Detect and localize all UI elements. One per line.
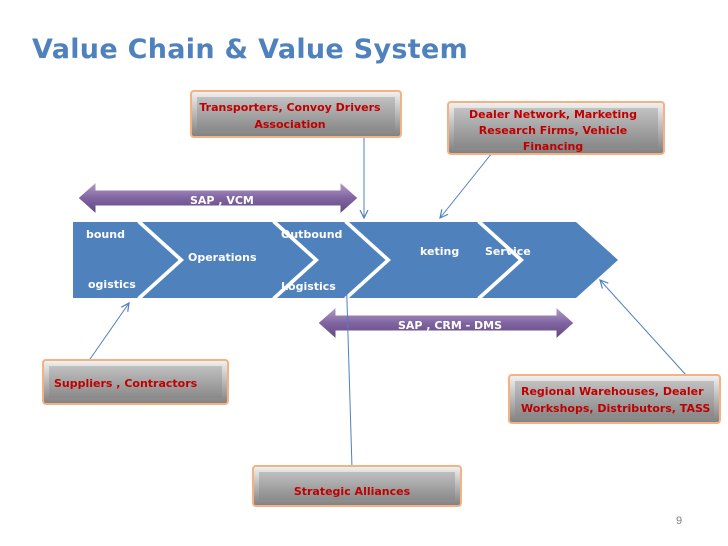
box-text: Regional Warehouses, Dealer: [521, 385, 704, 398]
box-text: Financing: [523, 140, 583, 153]
box-text: Dealer Network, Marketing: [469, 108, 637, 121]
connector-line: [345, 267, 353, 469]
box-text: Transporters, Convoy Drivers: [199, 101, 381, 114]
dealer-network-box: Dealer Network, Marketing Research Firms…: [447, 101, 665, 155]
page-number: 9: [676, 515, 683, 527]
chevron-label: Service: [485, 245, 531, 258]
chevron-segment: [482, 222, 618, 298]
value-chain-chevrons: [73, 221, 618, 299]
chevron-label: keting: [420, 245, 459, 258]
slide-title: Value Chain & Value System: [32, 34, 469, 65]
connector-line: [440, 152, 493, 218]
connectors: [87, 135, 687, 469]
chevron-segment: [349, 222, 520, 298]
chevron-label: Outbound: [281, 228, 342, 241]
strategic-alliances-box: Strategic Alliances: [252, 465, 462, 507]
chevron-label: bound: [86, 228, 125, 241]
transporters-box: Transporters, Convoy Drivers Association: [190, 90, 402, 138]
chevron-segment: [142, 222, 315, 298]
box-text: Strategic Alliances: [294, 485, 411, 498]
chevron-label: Operations: [188, 251, 257, 264]
chevron-segment: [73, 222, 180, 298]
connector-line: [600, 280, 687, 376]
box-text: Association: [254, 118, 325, 131]
box-text: Suppliers , Contractors: [54, 377, 198, 390]
chevron-segment: [277, 222, 387, 298]
suppliers-box: Suppliers , Contractors: [42, 359, 229, 405]
box-text: Research Firms, Vehicle: [479, 124, 627, 137]
connector-line: [87, 303, 129, 363]
box-text: Workshops, Distributors, TASS: [521, 402, 710, 415]
regional-warehouses-box: Regional Warehouses, Dealer Workshops, D…: [508, 374, 721, 424]
chevron-label: Logistics: [281, 280, 336, 293]
chevron-label: ogistics: [88, 278, 136, 291]
sap-crm-band: SAP , CRM - DMS: [317, 305, 575, 341]
sap-vcm-band: SAP , VCM: [77, 180, 359, 216]
band-label: SAP , VCM: [190, 194, 254, 207]
band-label: SAP , CRM - DMS: [398, 319, 502, 332]
